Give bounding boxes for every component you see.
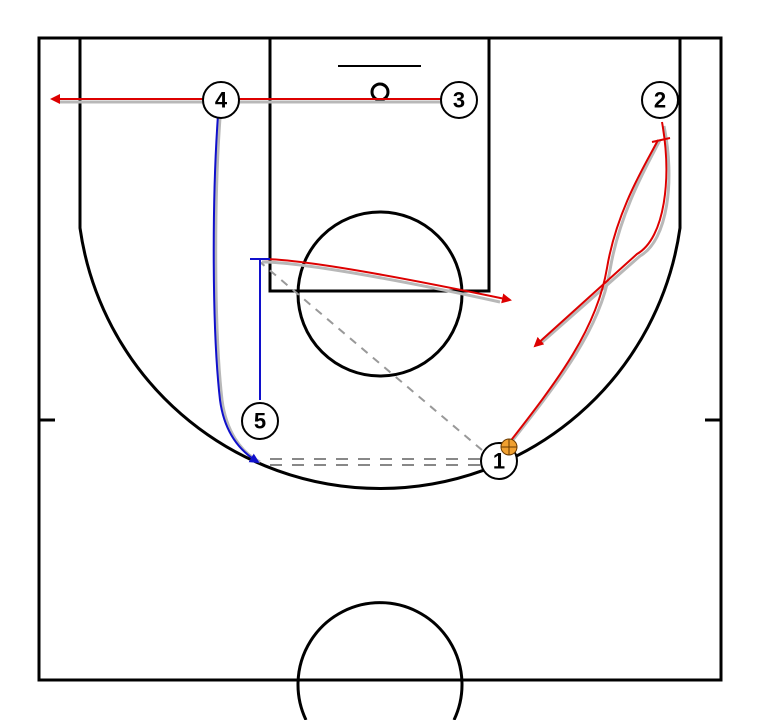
screen-bar-2 — [651, 137, 671, 143]
free-throw-circle — [296, 210, 464, 378]
dribble-path — [262, 458, 480, 466]
player-label: 1 — [493, 449, 505, 474]
ball-seams — [501, 439, 517, 455]
cut-shadow-4 — [214, 117, 261, 464]
lane-paint — [268, 36, 491, 293]
screens — [212, 114, 270, 464]
screen-path-4 — [212, 114, 260, 464]
three-point-line — [78, 38, 682, 490]
court-lines — [37, 36, 723, 720]
cut-2-to-wing — [533, 121, 668, 348]
court-boundary — [37, 36, 723, 682]
cut-shadow-5 — [261, 260, 501, 304]
player-label: 3 — [453, 88, 465, 113]
cut-5-across-lane — [261, 258, 512, 304]
player-5[interactable]: 5 — [241, 402, 279, 440]
player-circle — [641, 81, 679, 119]
player-circle — [241, 402, 279, 440]
center-circle — [296, 601, 464, 720]
player-label: 2 — [654, 88, 666, 113]
player-3[interactable]: 3 — [440, 81, 478, 119]
player-circle — [440, 81, 478, 119]
player-label: 5 — [254, 409, 266, 434]
cut-shadow-2 — [539, 125, 671, 346]
cut-shadow-1 — [503, 139, 662, 451]
player-circle — [202, 81, 240, 119]
player-2[interactable]: 2 — [641, 81, 679, 119]
movement-shadows — [60, 100, 671, 464]
rim — [370, 82, 390, 102]
cuts — [50, 94, 671, 449]
pass-line — [259, 261, 483, 451]
cut-1-to-2 — [504, 139, 659, 449]
player-label: 4 — [215, 88, 228, 113]
player-4[interactable]: 4 — [202, 81, 240, 119]
basketball-icon — [500, 438, 518, 456]
